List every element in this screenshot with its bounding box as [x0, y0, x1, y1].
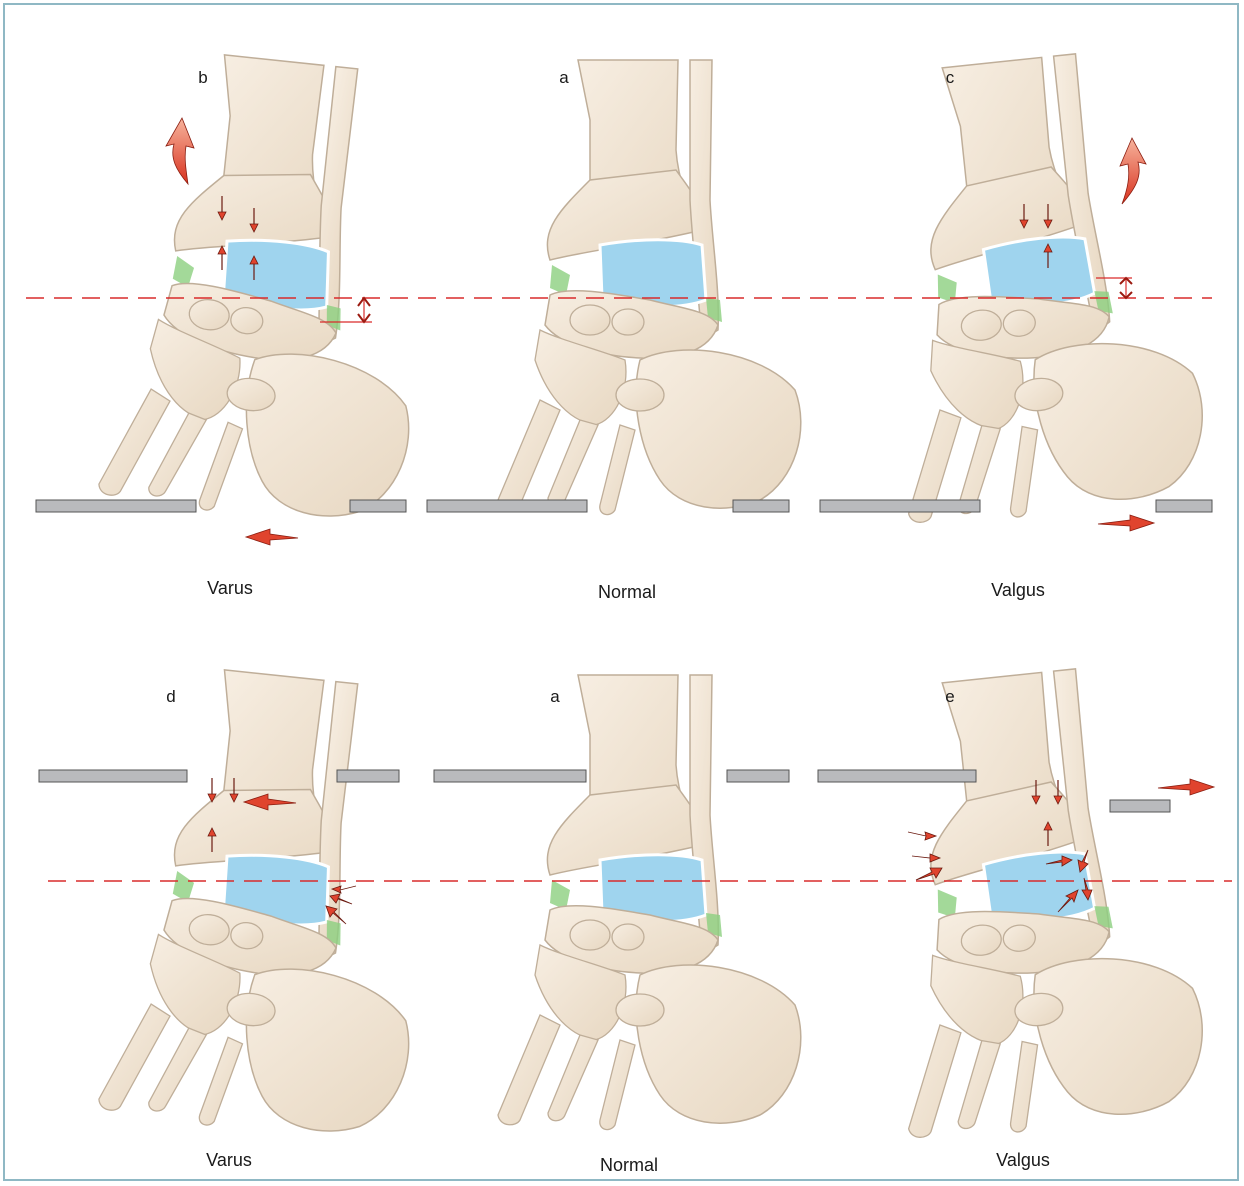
panel-letter-d: d — [166, 687, 175, 707]
panel-a-bottom-illustration — [498, 675, 801, 1130]
caption-valgus-bottom: Valgus — [996, 1150, 1050, 1171]
panel-e-illustration — [863, 660, 1212, 1144]
panel-letter-c: c — [946, 68, 955, 88]
caption-normal-top: Normal — [598, 582, 656, 603]
panel-c-illustration — [863, 45, 1212, 529]
shift-arrow-e — [1158, 779, 1214, 795]
panel-letter-a-top: a — [559, 68, 568, 88]
panel-b-illustration — [97, 47, 446, 531]
caption-normal-bottom: Normal — [600, 1155, 658, 1176]
panel-letter-a-bottom: a — [550, 687, 559, 707]
caption-valgus-top: Valgus — [991, 580, 1045, 601]
caption-varus-top: Varus — [207, 578, 253, 599]
rotation-arrow-b — [166, 118, 194, 184]
panel-d-illustration — [97, 662, 446, 1146]
rotation-arrow-c — [1120, 138, 1146, 204]
shift-arrow-c — [1098, 515, 1154, 531]
panel-letter-e: e — [945, 687, 954, 707]
caption-varus-bottom: Varus — [206, 1150, 252, 1171]
panel-a-top-illustration — [498, 60, 801, 515]
panel-letter-b: b — [198, 68, 207, 88]
shift-arrow-b — [246, 529, 298, 545]
